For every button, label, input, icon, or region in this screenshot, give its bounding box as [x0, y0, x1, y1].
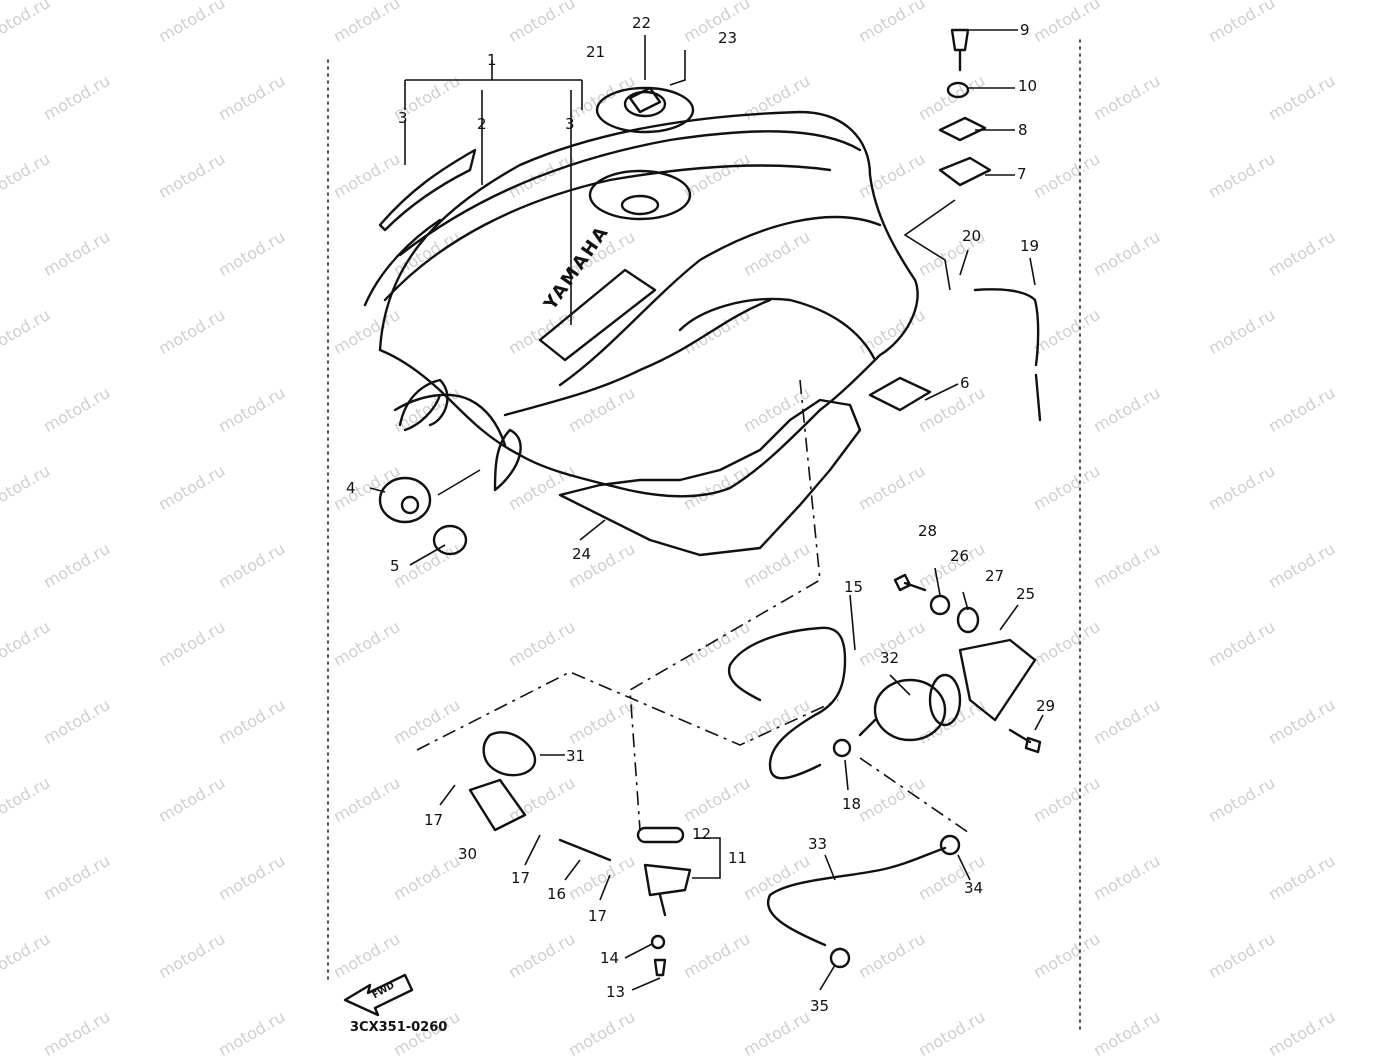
part-label-3a: 3: [398, 109, 408, 127]
part-label-26: 26: [950, 547, 970, 565]
part-label-15: 15: [844, 578, 864, 596]
part-label-25: 25: [1016, 585, 1036, 603]
part-label-10: 10: [1018, 77, 1038, 95]
part-label-14: 14: [600, 949, 620, 967]
part-label-17a: 17: [424, 811, 444, 829]
pump-bracket: [958, 638, 1037, 722]
stripe-decal-left: [378, 148, 477, 232]
part-label-21: 21: [586, 43, 606, 61]
fuel-cock: [636, 826, 692, 917]
part-label-9: 9: [1020, 21, 1030, 39]
part-label-12: 12: [692, 825, 712, 843]
part-label-4: 4: [346, 479, 356, 497]
rubber-damper-7: [938, 156, 992, 187]
part-label-1: 1: [487, 51, 497, 69]
part-label-29: 29: [1036, 697, 1056, 715]
washer-14: [650, 934, 666, 950]
part-label-13: 13: [606, 983, 626, 1001]
nut-26: [929, 594, 951, 616]
fuel-hose-15: [727, 626, 847, 780]
fuel-tank: [378, 110, 919, 498]
diagram-code: 3CX351-0260: [350, 1020, 448, 1035]
part-label-20: 20: [962, 227, 982, 245]
fuel-hose-16: [558, 838, 612, 862]
part-label-11: 11: [728, 849, 748, 867]
filler-neck: [588, 169, 692, 221]
hose-clip-34: [939, 834, 961, 856]
part-label-2: 2: [477, 115, 487, 133]
part-label-33: 33: [808, 835, 828, 853]
part-label-19: 19: [1020, 237, 1040, 255]
part-label-6: 6: [960, 374, 970, 392]
part-label-3b: 3: [565, 115, 575, 133]
collar-10: [946, 81, 970, 99]
breather-hose-19: [973, 288, 1042, 422]
part-label-24: 24: [572, 545, 592, 563]
rubber-damper-8: [938, 116, 987, 142]
stripe-decal-lower: [363, 218, 442, 307]
part-label-18: 18: [842, 795, 862, 813]
forward-direction-arrow: [343, 973, 414, 1017]
part-label-35: 35: [810, 997, 830, 1015]
hose-clip-35: [829, 947, 851, 969]
fuel-hose-33: [766, 846, 947, 947]
fuel-pump: [858, 673, 962, 742]
part-label-30: 30: [458, 845, 478, 863]
filler-cap: [595, 86, 695, 134]
filter-cover: [482, 731, 537, 777]
part-label-22: 22: [632, 14, 652, 32]
bolt-28: [893, 573, 927, 592]
part-label-17c: 17: [588, 907, 608, 925]
part-label-17b: 17: [511, 869, 531, 887]
part-label-31: 31: [566, 747, 586, 765]
part-label-23: 23: [718, 29, 738, 47]
rubber-damper-6: [868, 376, 932, 412]
part-label-34: 34: [964, 879, 984, 897]
part-label-5: 5: [390, 557, 400, 575]
screw-13: [653, 958, 667, 977]
tank-base-plate: [558, 398, 862, 557]
bolt-29: [1008, 728, 1042, 754]
bolt-9: [950, 28, 970, 72]
hose-clip-18: [832, 738, 852, 758]
part-label-28: 28: [918, 522, 938, 540]
leader-lines: [369, 29, 1044, 991]
grommet-27: [956, 606, 980, 634]
side-cover-plug: [378, 476, 432, 524]
part-label-16: 16: [547, 885, 567, 903]
part-label-32: 32: [880, 649, 900, 667]
part-label-27: 27: [985, 567, 1005, 585]
part-label-8: 8: [1018, 121, 1028, 139]
fuel-filter: [468, 778, 527, 832]
part-label-7: 7: [1017, 165, 1027, 183]
hose-clip-ring: [432, 524, 468, 556]
yamaha-emblem-outline: [538, 268, 657, 362]
